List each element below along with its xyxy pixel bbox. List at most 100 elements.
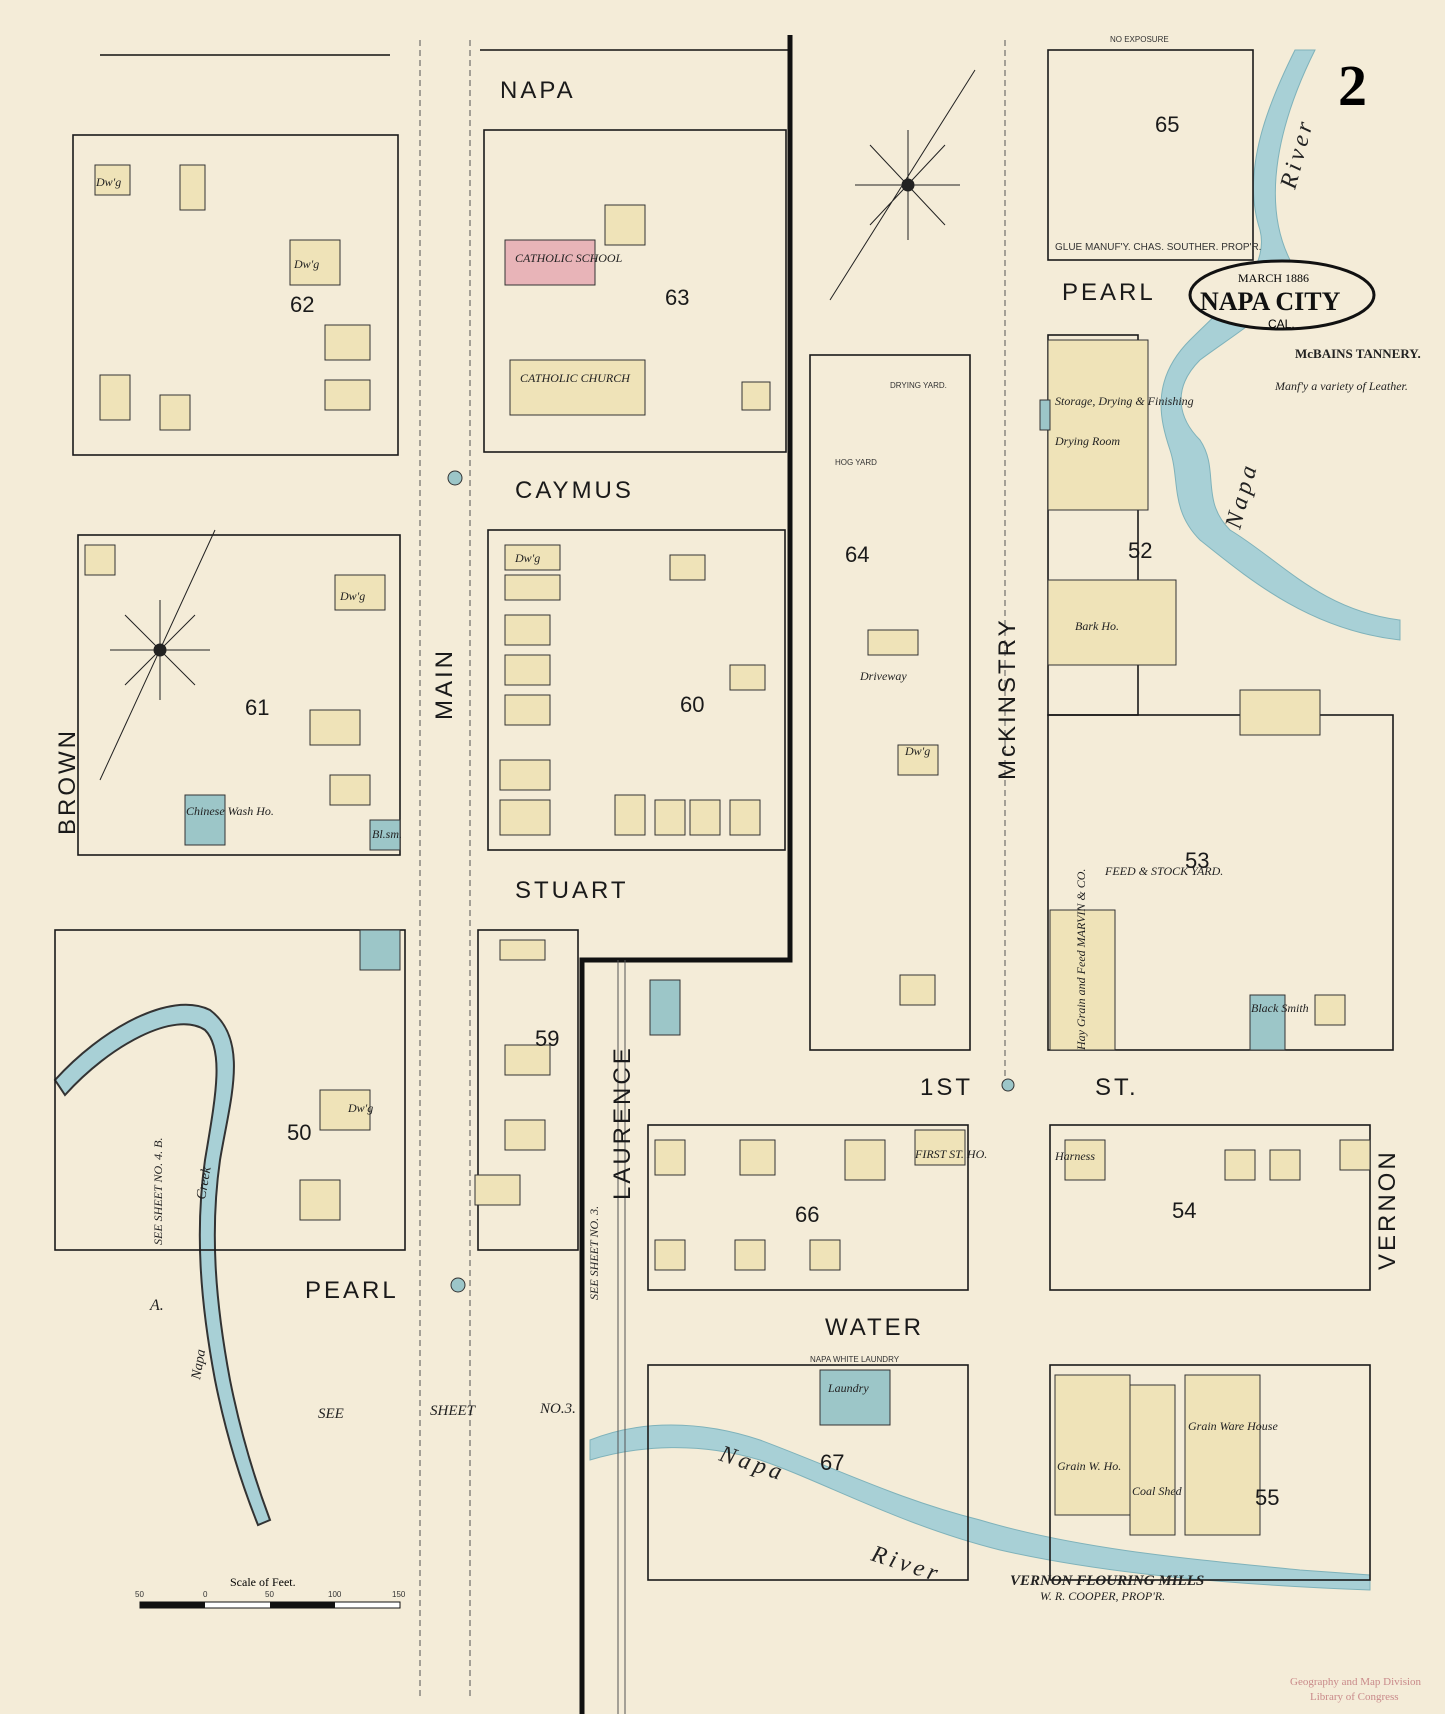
feed-yard-label: FEED & STOCK YARD. bbox=[1104, 864, 1223, 878]
block-outlines bbox=[54, 49, 1394, 1581]
block-53 bbox=[1047, 714, 1394, 1051]
tannery-name: McBAINS TANNERY. bbox=[1295, 346, 1421, 361]
hydrant-caymus bbox=[447, 470, 463, 486]
block-61 bbox=[77, 534, 401, 856]
block-number: 53 bbox=[1185, 848, 1209, 873]
napa-creek bbox=[53, 1003, 272, 1527]
street-main: MAIN bbox=[431, 648, 458, 720]
block-50 bbox=[54, 929, 406, 1251]
chinese-wash-label: Chinese Wash Ho. bbox=[186, 804, 274, 818]
glue-factory-label: GLUE MANUF'Y. CHAS. SOUTHER. PROP'R. bbox=[1055, 242, 1261, 253]
block-number: 63 bbox=[665, 285, 689, 310]
block-number: 55 bbox=[1255, 1485, 1279, 1510]
dwelling-label: Dw'g bbox=[293, 257, 319, 271]
sheet-label: SHEET bbox=[430, 1403, 477, 1419]
napa-white-laundry-label: NAPA WHITE LAUNDRY bbox=[810, 1355, 900, 1364]
block-number: 67 bbox=[820, 1450, 844, 1475]
catholic-school-brick bbox=[504, 239, 596, 286]
street-pearl-east: PEARL bbox=[1062, 279, 1156, 306]
creek-label: Creek bbox=[194, 1165, 215, 1201]
block-55 bbox=[1049, 1364, 1371, 1581]
driveway-label: Driveway bbox=[859, 669, 907, 683]
compass-rose-west bbox=[99, 529, 216, 781]
title-state: CAL. bbox=[1268, 317, 1295, 331]
block-63 bbox=[483, 129, 787, 453]
block-66 bbox=[647, 1124, 969, 1291]
block-67 bbox=[647, 1364, 969, 1581]
street-laurence: LAURENCE bbox=[609, 1045, 636, 1200]
street-caymus: CAYMUS bbox=[515, 477, 634, 504]
tannery-description: Manf'y a variety of Leather. bbox=[1274, 379, 1408, 393]
street-napa: NAPA bbox=[500, 77, 576, 104]
stamp-line-1: Geography and Map Division bbox=[1290, 1676, 1422, 1688]
block-number: 59 bbox=[535, 1026, 559, 1051]
hog-yard-label: HOG YARD bbox=[835, 458, 877, 467]
catholic-church-label: CATHOLIC CHURCH bbox=[520, 371, 631, 385]
river-label-east-2: Napa bbox=[1220, 459, 1263, 532]
no-exposure-label: NO EXPOSURE bbox=[1110, 35, 1169, 44]
river-label-south-2: River bbox=[867, 1541, 944, 1588]
scale-tick: 100 bbox=[328, 1590, 342, 1599]
block-65 bbox=[1047, 49, 1254, 261]
scale-tick: 50 bbox=[135, 1590, 144, 1599]
hay-grain-label: Hay Grain and Feed MARVIN & CO. bbox=[1074, 869, 1088, 1051]
see-sheet-laurence: SEE SHEET NO. 3. bbox=[587, 1206, 601, 1300]
see-sheet-left: SEE SHEET NO. 4. B. bbox=[151, 1138, 165, 1245]
hydrant-first bbox=[1001, 1078, 1015, 1092]
dwelling-label: Dw'g bbox=[904, 744, 930, 758]
sheet-number: 2 bbox=[1338, 53, 1367, 118]
stone-buildings bbox=[184, 399, 1286, 1426]
dwelling-label: Dw'g bbox=[347, 1101, 373, 1115]
dwelling-label: Dw'g bbox=[95, 175, 121, 189]
block-number: 61 bbox=[245, 695, 269, 720]
harness-label: Harness bbox=[1054, 1149, 1095, 1163]
drying-yard-label: DRYING YARD. bbox=[890, 381, 947, 390]
block-number: 66 bbox=[795, 1202, 819, 1227]
see-sheet-a: A. bbox=[149, 1297, 164, 1314]
block-number: 60 bbox=[680, 692, 704, 717]
stamp-line-2: Library of Congress bbox=[1310, 1691, 1399, 1703]
coal-shed-label: Coal Shed bbox=[1132, 1484, 1183, 1498]
street-line-napa-top bbox=[100, 49, 790, 56]
scale-tick: 150 bbox=[392, 1590, 406, 1599]
street-first-suffix: ST. bbox=[1095, 1074, 1139, 1101]
block-64 bbox=[809, 354, 971, 1051]
title-oval bbox=[1188, 259, 1376, 331]
street-mckinstry: McKINSTRY bbox=[994, 617, 1021, 780]
street-pearl-west: PEARL bbox=[305, 1277, 399, 1304]
title-city: NAPA CITY bbox=[1200, 287, 1341, 316]
block-59 bbox=[477, 929, 579, 1251]
compass-rose-east bbox=[829, 69, 976, 301]
block-number: 65 bbox=[1155, 112, 1179, 137]
street-water: WATER bbox=[825, 1314, 924, 1341]
scale-bar bbox=[139, 1601, 401, 1609]
title-date: MARCH 1886 bbox=[1238, 271, 1309, 285]
block-number: 64 bbox=[845, 542, 869, 567]
scale-label: Scale of Feet. bbox=[230, 1575, 296, 1589]
scale-tick: 50 bbox=[265, 1590, 274, 1599]
block-number: 62 bbox=[290, 292, 314, 317]
storage-label: Storage, Drying & Finishing bbox=[1055, 394, 1194, 408]
catholic-school-label: CATHOLIC SCHOOL bbox=[515, 251, 623, 265]
dwelling-label: Dw'g bbox=[514, 551, 540, 565]
street-first: 1ST bbox=[920, 1074, 973, 1101]
dwelling-label: Dw'g bbox=[339, 589, 365, 603]
vernon-mills-label: VERNON FLOURING MILLS bbox=[1010, 1573, 1204, 1589]
first-st-ho-label: FIRST ST. HO. bbox=[914, 1147, 987, 1161]
sheet-number-label: NO.3. bbox=[539, 1401, 576, 1417]
napa-river-east bbox=[1160, 49, 1401, 641]
grain-wh-label: Grain W. Ho. bbox=[1057, 1459, 1121, 1473]
street-line-main-left bbox=[419, 40, 471, 1700]
bark-ho-label: Bark Ho. bbox=[1075, 619, 1119, 633]
blsm-label: Bl.sm. bbox=[372, 827, 402, 841]
napa-river-south bbox=[589, 1424, 1371, 1591]
block-number: 54 bbox=[1172, 1198, 1196, 1223]
sheet-boundary bbox=[579, 35, 793, 1714]
drying-room-label: Drying Room bbox=[1054, 434, 1120, 448]
block-54 bbox=[1049, 1124, 1371, 1291]
street-stuart: STUART bbox=[515, 877, 629, 904]
vernon-prop-label: W. R. COOPER, PROP'R. bbox=[1040, 1589, 1165, 1603]
laundry-label: Laundry bbox=[827, 1381, 869, 1395]
